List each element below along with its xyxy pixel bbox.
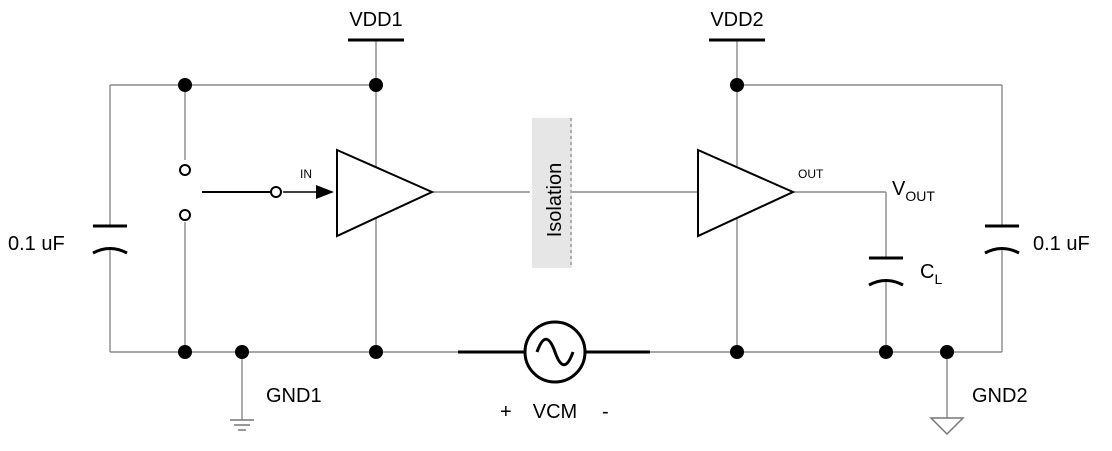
- in-arrow-icon: [316, 185, 334, 199]
- gnd2-label: GND2: [972, 385, 1028, 407]
- out-label: OUT: [798, 167, 824, 181]
- isolation-barrier: Isolation: [532, 118, 572, 268]
- gnd1-symbol: [230, 419, 254, 431]
- vdd1-label: VDD1: [349, 9, 402, 31]
- junction-dots: [178, 78, 954, 359]
- right-capacitor: [984, 224, 1020, 255]
- vout-label: VOUT: [892, 178, 935, 204]
- cap-right-label: 0.1 uF: [1033, 233, 1090, 255]
- vcm-source: [458, 320, 650, 384]
- input-switch: [179, 164, 282, 221]
- vcm-label: VCM: [533, 401, 577, 423]
- sine-wave-icon: [535, 337, 575, 367]
- load-capacitor: [868, 256, 904, 287]
- input-amplifier: [336, 148, 435, 238]
- output-amplifier: [697, 148, 796, 238]
- vcm-minus-label: -: [602, 401, 609, 423]
- in-label: IN: [300, 167, 312, 181]
- vdd2-label: VDD2: [710, 9, 763, 31]
- cl-label: CL: [920, 261, 942, 287]
- gnd1-label: GND1: [266, 385, 322, 407]
- cap-left-label: 0.1 uF: [8, 233, 65, 255]
- vcm-plus-label: +: [500, 401, 512, 423]
- left-capacitor: [92, 224, 128, 255]
- isolation-label: Isolation: [544, 163, 566, 238]
- gnd2-symbol: [929, 417, 965, 436]
